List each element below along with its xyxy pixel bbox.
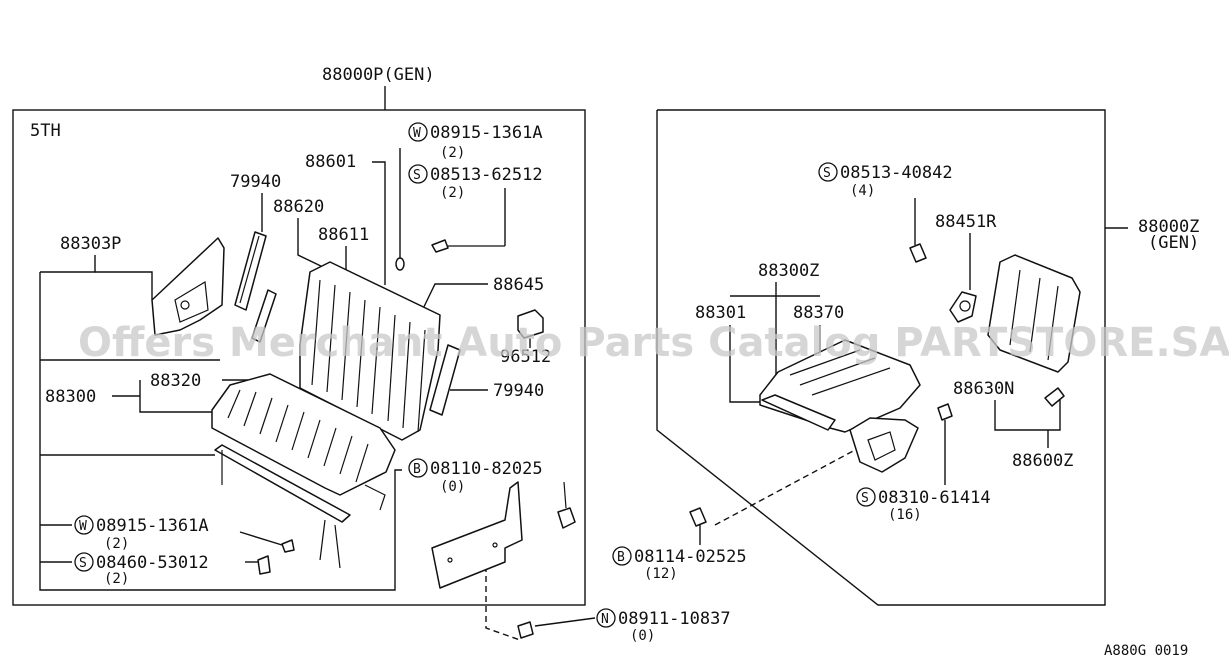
part-88630N[interactable]: 88630N bbox=[953, 379, 1014, 399]
recliner-cover-88451R bbox=[949, 291, 977, 323]
svg-text:08460-53012: 08460-53012 bbox=[96, 553, 209, 573]
seat-frame bbox=[214, 444, 351, 523]
left-assembly-frame bbox=[12, 109, 586, 606]
right-assembly-frame bbox=[656, 109, 1106, 606]
svg-text:S: S bbox=[861, 491, 869, 506]
part-88300Z[interactable]: 88300Z bbox=[758, 261, 819, 281]
part-79940-right[interactable]: 79940 bbox=[493, 381, 544, 401]
part-88600Z[interactable]: 88600Z bbox=[1012, 451, 1073, 471]
fastener-n-08911-10837[interactable]: N 08911-10837 (0) bbox=[596, 608, 731, 644]
svg-text:W: W bbox=[79, 519, 87, 534]
part-88611[interactable]: 88611 bbox=[318, 225, 369, 245]
svg-text:S: S bbox=[413, 168, 421, 183]
seat-bracket bbox=[849, 417, 919, 473]
svg-text:08911-10837: 08911-10837 bbox=[618, 609, 731, 629]
part-96512[interactable]: 96512 bbox=[500, 347, 551, 367]
trim-strip-small bbox=[251, 289, 277, 343]
svg-text:(12): (12) bbox=[644, 566, 678, 582]
washer-top-icon bbox=[395, 257, 405, 271]
fastener-s-08513-40842[interactable]: S 08513-40842 (4) bbox=[818, 162, 953, 199]
svg-text:08915-1361A: 08915-1361A bbox=[430, 123, 543, 143]
bolt-lower-icon bbox=[689, 507, 707, 527]
svg-text:(2): (2) bbox=[104, 571, 129, 587]
row-label: 5TH bbox=[30, 121, 61, 141]
bolt-icon bbox=[557, 507, 576, 529]
part-88320[interactable]: 88320 bbox=[150, 371, 201, 391]
washer-icon bbox=[281, 539, 295, 553]
part-88601[interactable]: 88601 bbox=[305, 152, 356, 172]
mounting-bracket bbox=[431, 481, 523, 589]
part-88451R[interactable]: 88451R bbox=[935, 212, 997, 232]
part-88301[interactable]: 88301 bbox=[695, 303, 746, 323]
fastener-s-08513-62512[interactable]: S 08513-62512 (2) bbox=[408, 164, 543, 201]
nut-icon bbox=[517, 621, 534, 639]
svg-text:(2): (2) bbox=[440, 145, 465, 161]
svg-text:S: S bbox=[823, 166, 831, 181]
part-88645[interactable]: 88645 bbox=[493, 275, 544, 295]
assembly-code-right-sub: (GEN) bbox=[1148, 233, 1199, 253]
trim-strip-top bbox=[234, 231, 267, 311]
part-88620[interactable]: 88620 bbox=[273, 197, 324, 217]
svg-text:(2): (2) bbox=[440, 185, 465, 201]
svg-text:(0): (0) bbox=[440, 479, 465, 495]
part-88370[interactable]: 88370 bbox=[793, 303, 844, 323]
part-88300[interactable]: 88300 bbox=[45, 387, 96, 407]
svg-text:08513-62512: 08513-62512 bbox=[430, 165, 543, 185]
screw-icon bbox=[257, 555, 271, 575]
screw-right-icon bbox=[909, 243, 927, 263]
part-88303P[interactable]: 88303P bbox=[60, 234, 121, 254]
svg-text:08513-40842: 08513-40842 bbox=[840, 163, 953, 183]
single-seatback bbox=[987, 254, 1081, 373]
seat-cushion bbox=[211, 373, 396, 496]
part-79940-top[interactable]: 79940 bbox=[230, 172, 281, 192]
svg-text:B: B bbox=[413, 462, 421, 477]
assembly-code-left[interactable]: 88000P(GEN) bbox=[322, 65, 435, 85]
assembly-code-right[interactable]: 88000Z bbox=[1138, 217, 1199, 237]
fastener-b-08114-02525[interactable]: B 08114-02525 (12) bbox=[612, 546, 747, 582]
trim-strip-right bbox=[429, 344, 461, 416]
fastener-b-08110-82025[interactable]: B 08110-82025 (0) bbox=[408, 458, 543, 495]
clip-96512 bbox=[517, 309, 544, 339]
svg-text:(4): (4) bbox=[850, 183, 875, 199]
hinge-icon bbox=[1044, 387, 1065, 407]
fastener-w-08915-lower[interactable]: W 08915-1361A (2) bbox=[74, 515, 209, 552]
svg-text:(16): (16) bbox=[888, 507, 922, 523]
svg-text:W: W bbox=[413, 126, 421, 141]
svg-text:08310-61414: 08310-61414 bbox=[878, 488, 991, 508]
figure-code: A880G 0019 bbox=[1104, 643, 1188, 659]
svg-text:N: N bbox=[601, 612, 609, 627]
svg-text:B: B bbox=[617, 550, 625, 565]
svg-text:S: S bbox=[79, 556, 87, 571]
fastener-s-08310-61414[interactable]: S 08310-61414 (16) bbox=[856, 487, 991, 523]
seat-rail bbox=[761, 394, 836, 431]
svg-text:08110-82025: 08110-82025 bbox=[430, 459, 543, 479]
svg-text:08114-02525: 08114-02525 bbox=[634, 547, 747, 567]
svg-text:(2): (2) bbox=[104, 536, 129, 552]
watermark: Offers Merchant Auto Parts Catalog PARTS… bbox=[78, 320, 1229, 366]
bolt-right-icon bbox=[937, 403, 953, 421]
fastener-s-08460-53012[interactable]: S 08460-53012 (2) bbox=[74, 552, 209, 587]
svg-text:(0): (0) bbox=[630, 628, 655, 644]
screw-top-icon bbox=[431, 239, 449, 253]
fastener-w-08915-top[interactable]: W 08915-1361A (2) bbox=[408, 122, 543, 161]
svg-text:08915-1361A: 08915-1361A bbox=[96, 516, 209, 536]
